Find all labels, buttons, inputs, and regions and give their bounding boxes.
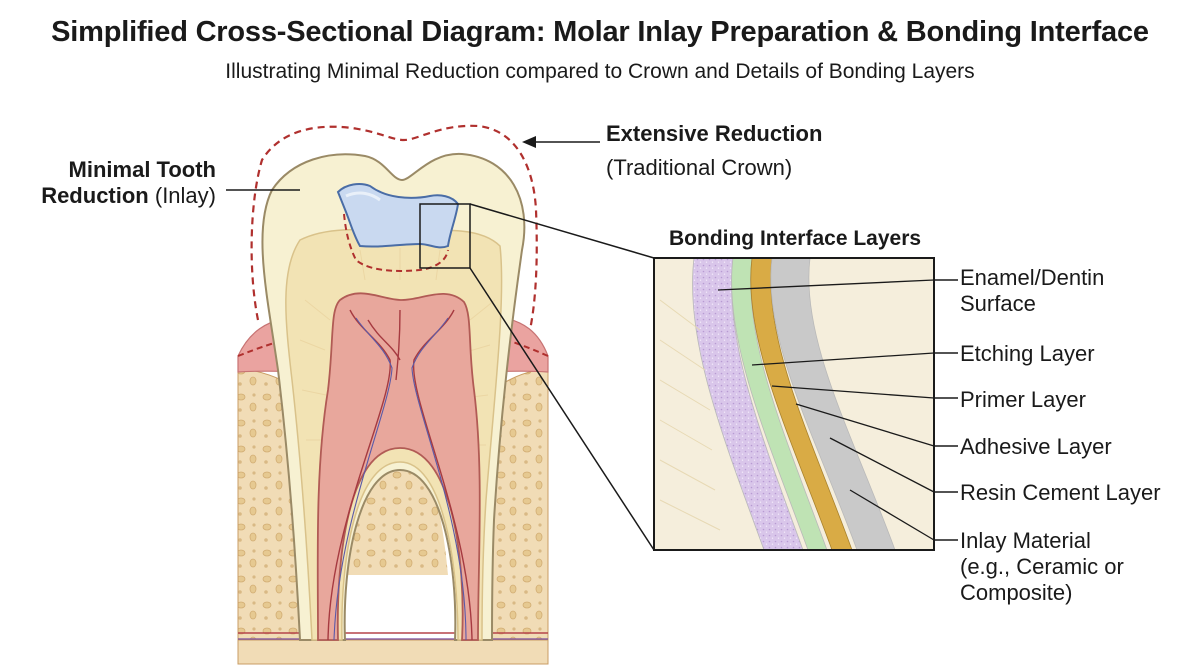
molar-tooth xyxy=(261,152,526,641)
zoom-region-box xyxy=(419,203,471,269)
layer-label-line: Etching Layer xyxy=(960,341,1095,366)
arrow-head-icon xyxy=(522,136,536,148)
zoom-connector-top xyxy=(469,203,655,259)
layer-label-line: Composite) xyxy=(960,580,1073,605)
layer-label-line: Primer Layer xyxy=(960,387,1086,412)
layer-label: Resin Cement Layer xyxy=(960,480,1161,506)
layer-label: Primer Layer xyxy=(960,387,1086,413)
inlay-restoration xyxy=(336,183,460,249)
leader-line xyxy=(795,403,935,447)
layer-label-line: Adhesive Layer xyxy=(960,434,1112,459)
layer-label-line: Resin Cement Layer xyxy=(960,480,1161,505)
leader-line xyxy=(717,279,935,291)
diagram-subtitle: Illustrating Minimal Reduction compared … xyxy=(225,60,975,83)
layer-band xyxy=(731,258,828,550)
extensive-reduction-label: Extensive Reduction (Traditional Crown) xyxy=(606,121,823,180)
inset-title: Bonding Interface Layers xyxy=(669,227,922,250)
inset-frame xyxy=(653,257,935,551)
minimal-reduction-label: Minimal Tooth Reduction (Inlay) xyxy=(41,157,216,208)
leader-line xyxy=(771,385,935,399)
layer-band xyxy=(770,258,896,550)
inlay-reduction-outline xyxy=(343,213,449,272)
diagram-title: Simplified Cross-Sectional Diagram: Mola… xyxy=(51,16,1149,48)
zoom-connector-bottom xyxy=(469,267,655,551)
bonding-interface-inset xyxy=(654,258,934,550)
layer-band xyxy=(750,258,853,550)
layer-label: Adhesive Layer xyxy=(960,434,1112,460)
layer-label-line: Surface xyxy=(960,291,1036,316)
leader-line xyxy=(829,437,935,493)
layer-band xyxy=(692,258,804,550)
layer-label-line: Inlay Material xyxy=(960,528,1091,553)
layer-label-line: (e.g., Ceramic or xyxy=(960,554,1124,579)
leader-line xyxy=(849,489,935,541)
layer-label-line: Enamel/Dentin xyxy=(960,265,1105,290)
layer-leader-lines xyxy=(717,279,958,541)
crown-reduction-outline xyxy=(250,124,538,331)
leader-line xyxy=(751,352,935,366)
layer-label: Etching Layer xyxy=(960,341,1095,367)
